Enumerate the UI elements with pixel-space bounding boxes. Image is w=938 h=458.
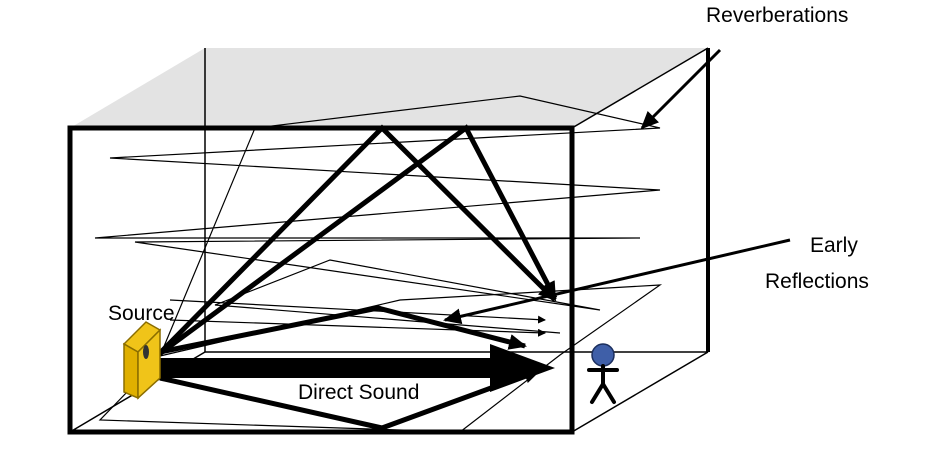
source-label: Source (108, 302, 175, 325)
reverberations-pointer (640, 48, 722, 130)
direct-sound-arrowhead (490, 344, 555, 392)
room-front-frame (67, 125, 575, 435)
early-reflections-pointer (443, 238, 791, 325)
reverberation-path-2 (98, 284, 663, 433)
speaker-icon (122, 321, 162, 400)
reverberation-path (94, 95, 661, 357)
early-reflection-rays (156, 124, 558, 431)
early-reflections-label-line1: Early (810, 234, 858, 257)
reverberations-label: Reverberations (706, 4, 848, 27)
room-ceiling (70, 48, 708, 128)
room-top-right-edge (571, 47, 709, 129)
direct-sound-label: Direct Sound (298, 381, 419, 404)
early-reflections-label-line2: Reflections (765, 270, 869, 293)
reverberation-ray-2 (169, 319, 546, 337)
listener-icon (587, 343, 619, 404)
